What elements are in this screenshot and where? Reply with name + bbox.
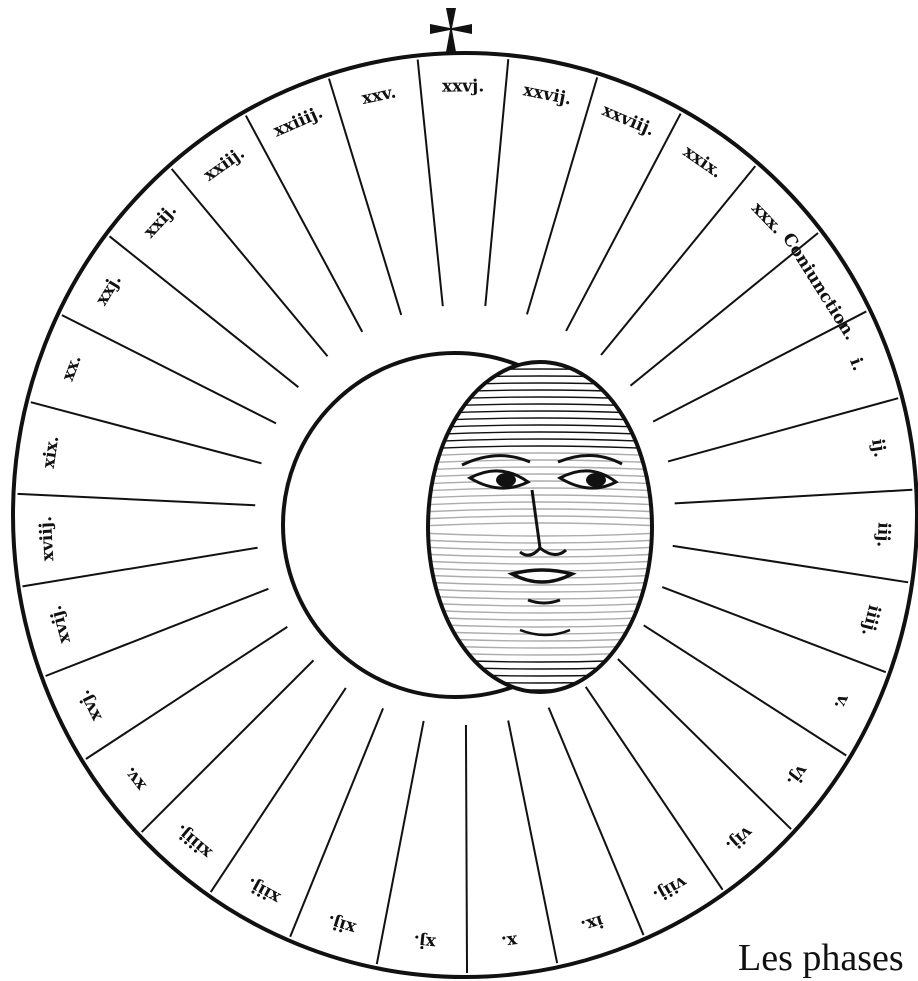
day-spoke <box>527 77 597 314</box>
day-spoke <box>485 59 508 306</box>
day-label: xxviij. <box>599 101 658 141</box>
day-label: xv. <box>120 763 151 794</box>
day-spoke <box>673 546 908 582</box>
day-label: viij. <box>650 871 691 906</box>
day-spoke <box>601 166 755 355</box>
day-spoke <box>211 688 346 892</box>
day-label: xij. <box>325 911 358 939</box>
day-spoke <box>31 402 262 463</box>
day-label: xxvij. <box>522 80 574 109</box>
day-label: xvij. <box>46 603 75 645</box>
day-spoke <box>329 79 401 315</box>
day-spoke <box>86 627 287 759</box>
day-label: Coniunction. <box>778 229 860 343</box>
day-spoke <box>586 687 723 890</box>
day-label: xxx. <box>747 198 787 238</box>
day-label: v. <box>829 690 854 712</box>
day-label: xxv. <box>360 82 398 109</box>
day-label: xxix. <box>679 142 726 183</box>
day-label: iiij. <box>857 603 884 638</box>
day-label: xix. <box>39 434 64 469</box>
day-spoke <box>110 236 299 387</box>
day-label: xx. <box>58 352 86 383</box>
day-spoke <box>675 490 913 504</box>
day-spoke <box>62 315 276 423</box>
day-label: xxvj. <box>442 76 484 96</box>
day-label: ij. <box>867 437 890 458</box>
caption: Les phases <box>738 936 904 980</box>
day-spoke <box>377 721 424 964</box>
cross-pattee-icon <box>430 8 472 52</box>
day-label: xxij. <box>140 200 181 242</box>
day-label: xiij. <box>243 873 283 907</box>
day-spoke <box>246 116 362 332</box>
day-spoke <box>46 589 269 676</box>
day-label: xj. <box>413 930 437 952</box>
day-label: xvj. <box>74 687 106 725</box>
day-label: xiiij. <box>172 820 217 862</box>
day-spoke <box>549 708 644 935</box>
day-spoke <box>668 398 898 461</box>
day-spoke <box>466 725 467 973</box>
day-spoke <box>566 114 681 331</box>
day-label: xxj. <box>92 271 126 309</box>
day-spoke <box>142 660 314 832</box>
day-label: xxiij. <box>200 143 249 185</box>
day-label: xviij. <box>36 516 58 562</box>
day-spoke <box>508 721 557 964</box>
day-label: vij. <box>722 821 757 855</box>
day-label: x. <box>500 930 518 952</box>
day-spoke <box>172 169 328 356</box>
day-label: vj. <box>782 760 812 790</box>
day-label: xxiiij. <box>271 103 326 142</box>
day-spoke <box>618 659 791 829</box>
day-label: ix. <box>578 910 606 936</box>
day-spoke <box>17 494 255 505</box>
day-spoke <box>290 708 383 936</box>
day-label: iij. <box>872 522 893 548</box>
day-spoke <box>418 60 443 307</box>
day-label: i. <box>845 355 868 374</box>
